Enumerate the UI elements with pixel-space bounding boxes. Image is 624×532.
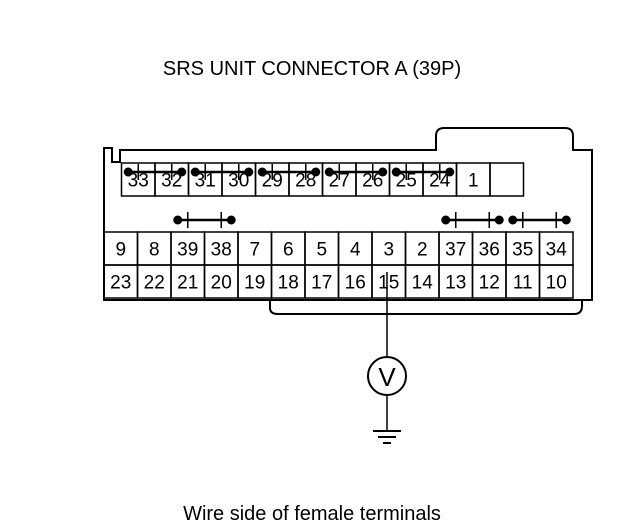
terminal-number: 9 [115, 240, 126, 261]
terminal-number: 14 [412, 273, 434, 294]
shorting-bar-dot [244, 167, 254, 177]
terminal-number: 34 [546, 240, 568, 261]
terminal-number: 11 [513, 273, 533, 294]
terminal-number: 24 [429, 171, 451, 192]
terminal-number: 22 [144, 273, 165, 294]
shorting-bar-dot [441, 215, 451, 225]
terminal-number: 5 [316, 240, 327, 261]
shorting-bar-dot [257, 167, 267, 177]
terminal-number: 2 [417, 240, 428, 261]
shorting-bar-dot [190, 167, 200, 177]
terminal-number: 25 [396, 171, 417, 192]
ground-icon [373, 430, 401, 444]
shorting-bars [123, 164, 571, 228]
terminal-number: 18 [278, 273, 299, 294]
terminal-number: 26 [362, 171, 383, 192]
terminal-number: 19 [244, 273, 265, 294]
shorting-bar-dot [123, 167, 133, 177]
terminal-number: 39 [177, 240, 198, 261]
terminal-number: 30 [228, 171, 249, 192]
terminal-number: 1 [468, 171, 479, 192]
voltmeter-label: V [378, 362, 396, 392]
shorting-bar-dot [508, 215, 518, 225]
terminal-number: 21 [177, 273, 198, 294]
terminal-number: 16 [345, 273, 366, 294]
terminal-number: 17 [311, 273, 332, 294]
terminal-number: 12 [479, 273, 500, 294]
terminal-number: 28 [295, 171, 316, 192]
connector-latch [269, 300, 583, 315]
terminal-number: 33 [128, 171, 149, 192]
terminal-number: 38 [211, 240, 232, 261]
terminal-number: 15 [378, 273, 399, 294]
terminal-number: 29 [262, 171, 283, 192]
terminal-cell [489, 162, 525, 197]
terminal-number: 32 [161, 171, 182, 192]
shorting-bar-dot [445, 167, 455, 177]
shorting-bar-dot [226, 215, 236, 225]
terminal-number: 3 [383, 240, 394, 261]
terminal-number: 8 [149, 240, 160, 261]
terminal-number: 27 [329, 171, 350, 192]
terminal-number: 35 [512, 240, 533, 261]
diagram-caption: Wire side of female terminals [183, 503, 441, 525]
shorting-bar-dot [177, 167, 187, 177]
shorting-bar-dot [324, 167, 334, 177]
terminal-number: 31 [195, 171, 216, 192]
terminal-cell [538, 264, 574, 299]
shorting-bar-dot [378, 167, 388, 177]
diagram-title: SRS UNIT CONNECTOR A (39P) [162, 58, 462, 80]
terminal-number: 4 [350, 240, 361, 261]
terminal-number: 13 [445, 273, 466, 294]
terminal-number: 6 [283, 240, 294, 261]
connector-housing [103, 127, 593, 301]
shorting-bar-dot [173, 215, 183, 225]
shorting-bar-dot [561, 215, 571, 225]
terminal-number: 36 [479, 240, 500, 261]
terminal-number: 37 [445, 240, 466, 261]
shorting-bar-dot [311, 167, 321, 177]
terminal-number: 10 [546, 273, 567, 294]
terminal-number: 20 [211, 273, 232, 294]
terminal-number: 23 [110, 273, 131, 294]
shorting-bar-dot [391, 167, 401, 177]
terminal-number: 7 [249, 240, 260, 261]
shorting-bar-dot [494, 215, 504, 225]
